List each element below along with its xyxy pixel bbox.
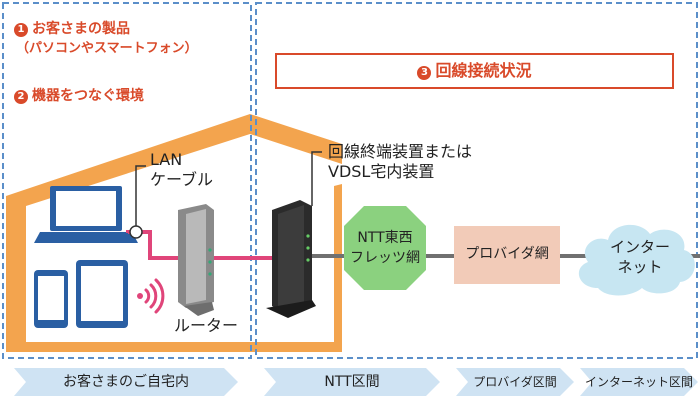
ntt-label-line2: フレッツ網 — [350, 250, 420, 266]
section3-number-badge: 3 — [417, 66, 432, 80]
item2-text: 機器をつなぐ環境 — [32, 88, 144, 104]
provider-network-node — [454, 226, 560, 284]
tab-provider-shape — [456, 368, 574, 396]
tab-ntt-label: NTT区間 — [324, 374, 380, 390]
tab-provider-label: プロバイダ区間 — [473, 375, 557, 389]
internet-label-line2: ネット — [617, 258, 663, 276]
tab-home-label: お客さまのご自宅内 — [63, 374, 189, 390]
lan-cable-label-line2: ケーブル — [150, 170, 214, 189]
onu-device-icon — [266, 200, 316, 318]
tab-internet-label: インターネット区間 — [584, 375, 693, 389]
lan-cable-label-line1: LAN — [150, 150, 183, 169]
home-dashed-region — [2, 2, 252, 359]
provider-label: プロバイダ網 — [465, 246, 549, 262]
internet-cloud-node — [578, 224, 695, 296]
onu-label-line1: 回線終端装置または — [328, 142, 473, 161]
item2-number-badge: 2 — [14, 90, 28, 104]
ntt-network-node — [344, 206, 426, 290]
connection-status-box — [275, 53, 674, 89]
house-outline — [6, 114, 342, 352]
lan-cable-leader — [135, 165, 146, 226]
internet-label-line1: インター — [609, 238, 670, 256]
tablet-icon — [76, 260, 128, 328]
lan-connector-marker — [129, 225, 143, 239]
wifi-icon — [137, 278, 165, 314]
router-icon — [178, 204, 214, 316]
onu-label-line2: VDSL宅内装置 — [328, 162, 435, 181]
laptop-icon — [34, 186, 138, 243]
tab-ntt-shape — [264, 368, 440, 396]
ntt-label-line1: NTT東西 — [357, 230, 413, 246]
item1-number-badge: 1 — [14, 23, 28, 37]
tab-internet-shape — [580, 368, 698, 396]
section3-title-text: 回線接続状況 — [435, 61, 532, 80]
smartphone-icon — [34, 270, 68, 328]
item1-line1: お客さまの製品 — [32, 21, 130, 37]
line-dashed-region — [255, 2, 698, 359]
tab-home-shape — [14, 368, 238, 396]
lan-cable-line — [126, 230, 178, 260]
onu-leader-line — [311, 151, 322, 206]
item1-label: 1 お客さまの製品 — [14, 21, 130, 38]
item1-line2: （パソコンやスマートフォン） — [16, 41, 198, 56]
router-label: ルーター — [174, 316, 239, 335]
item2-label: 2 機器をつなぐ環境 — [14, 88, 144, 105]
